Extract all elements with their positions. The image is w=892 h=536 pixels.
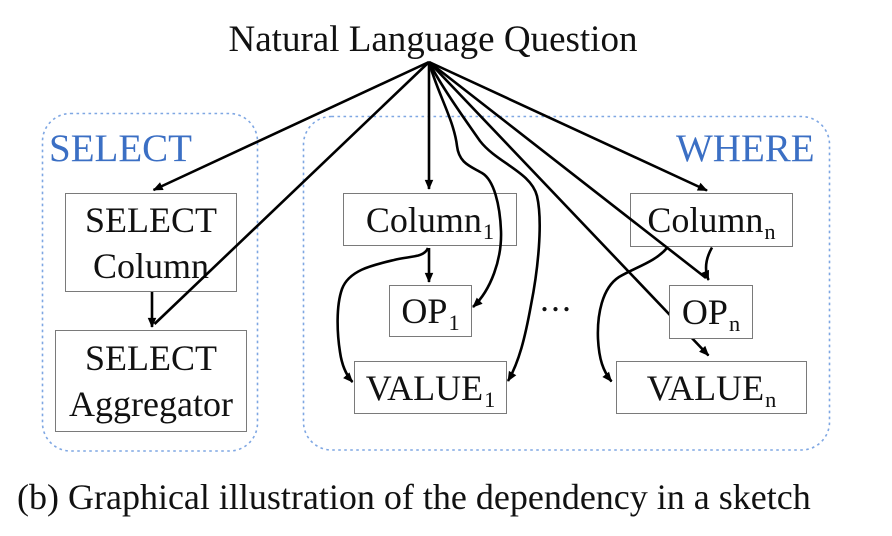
node-where-column-n-label: Columnn: [647, 200, 776, 245]
arrow-question-to-select-column: [152, 60, 430, 192]
node-where-value-1: VALUE1: [354, 361, 507, 414]
subscript-1: 1: [484, 386, 496, 412]
node-where-value-n-label: VALUEn: [646, 367, 777, 412]
node-where-op-1-label: OP1: [401, 291, 460, 336]
subscript-n: n: [728, 311, 741, 337]
node-where-value-n: VALUEn: [616, 361, 807, 414]
node-select-aggregator-line2: Aggregator: [69, 384, 233, 424]
arrow-column-n-to-op-n: [701, 246, 714, 281]
node-where-op-n-label: OPn: [681, 292, 741, 337]
node-select-column-line1: SELECT: [85, 199, 217, 240]
node-select-column-line2: Column: [92, 245, 209, 286]
where-group-label: WHERE: [676, 127, 815, 170]
node-select-aggregator: SELECT Aggregator: [55, 330, 247, 432]
subscript-n: n: [765, 386, 777, 412]
node-where-column-1: Column1: [343, 193, 517, 246]
figure-caption: (b) Graphical illustration of the depend…: [17, 477, 811, 517]
subscript-1: 1: [482, 218, 495, 244]
arrow-question-to-op-1: [427, 61, 503, 308]
node-where-column-n: Columnn: [630, 193, 793, 247]
node-where-op-n: OPn: [669, 285, 753, 339]
arrow-question-to-column-n: [428, 60, 708, 192]
node-where-column-1-label: Column1: [365, 199, 495, 244]
select-group-label: SELECT: [49, 127, 192, 170]
node-select-aggregator-line1: SELECT: [85, 338, 217, 378]
subscript-1: 1: [448, 310, 460, 336]
subscript-n: n: [764, 219, 776, 245]
node-select-column: SELECT Column: [65, 193, 237, 292]
node-where-op-1: OP1: [389, 285, 472, 337]
node-where-value-1-label: VALUE1: [365, 367, 496, 412]
where-chains-ellipsis: ...: [540, 279, 573, 319]
figure-title: Natural Language Question: [228, 19, 638, 60]
